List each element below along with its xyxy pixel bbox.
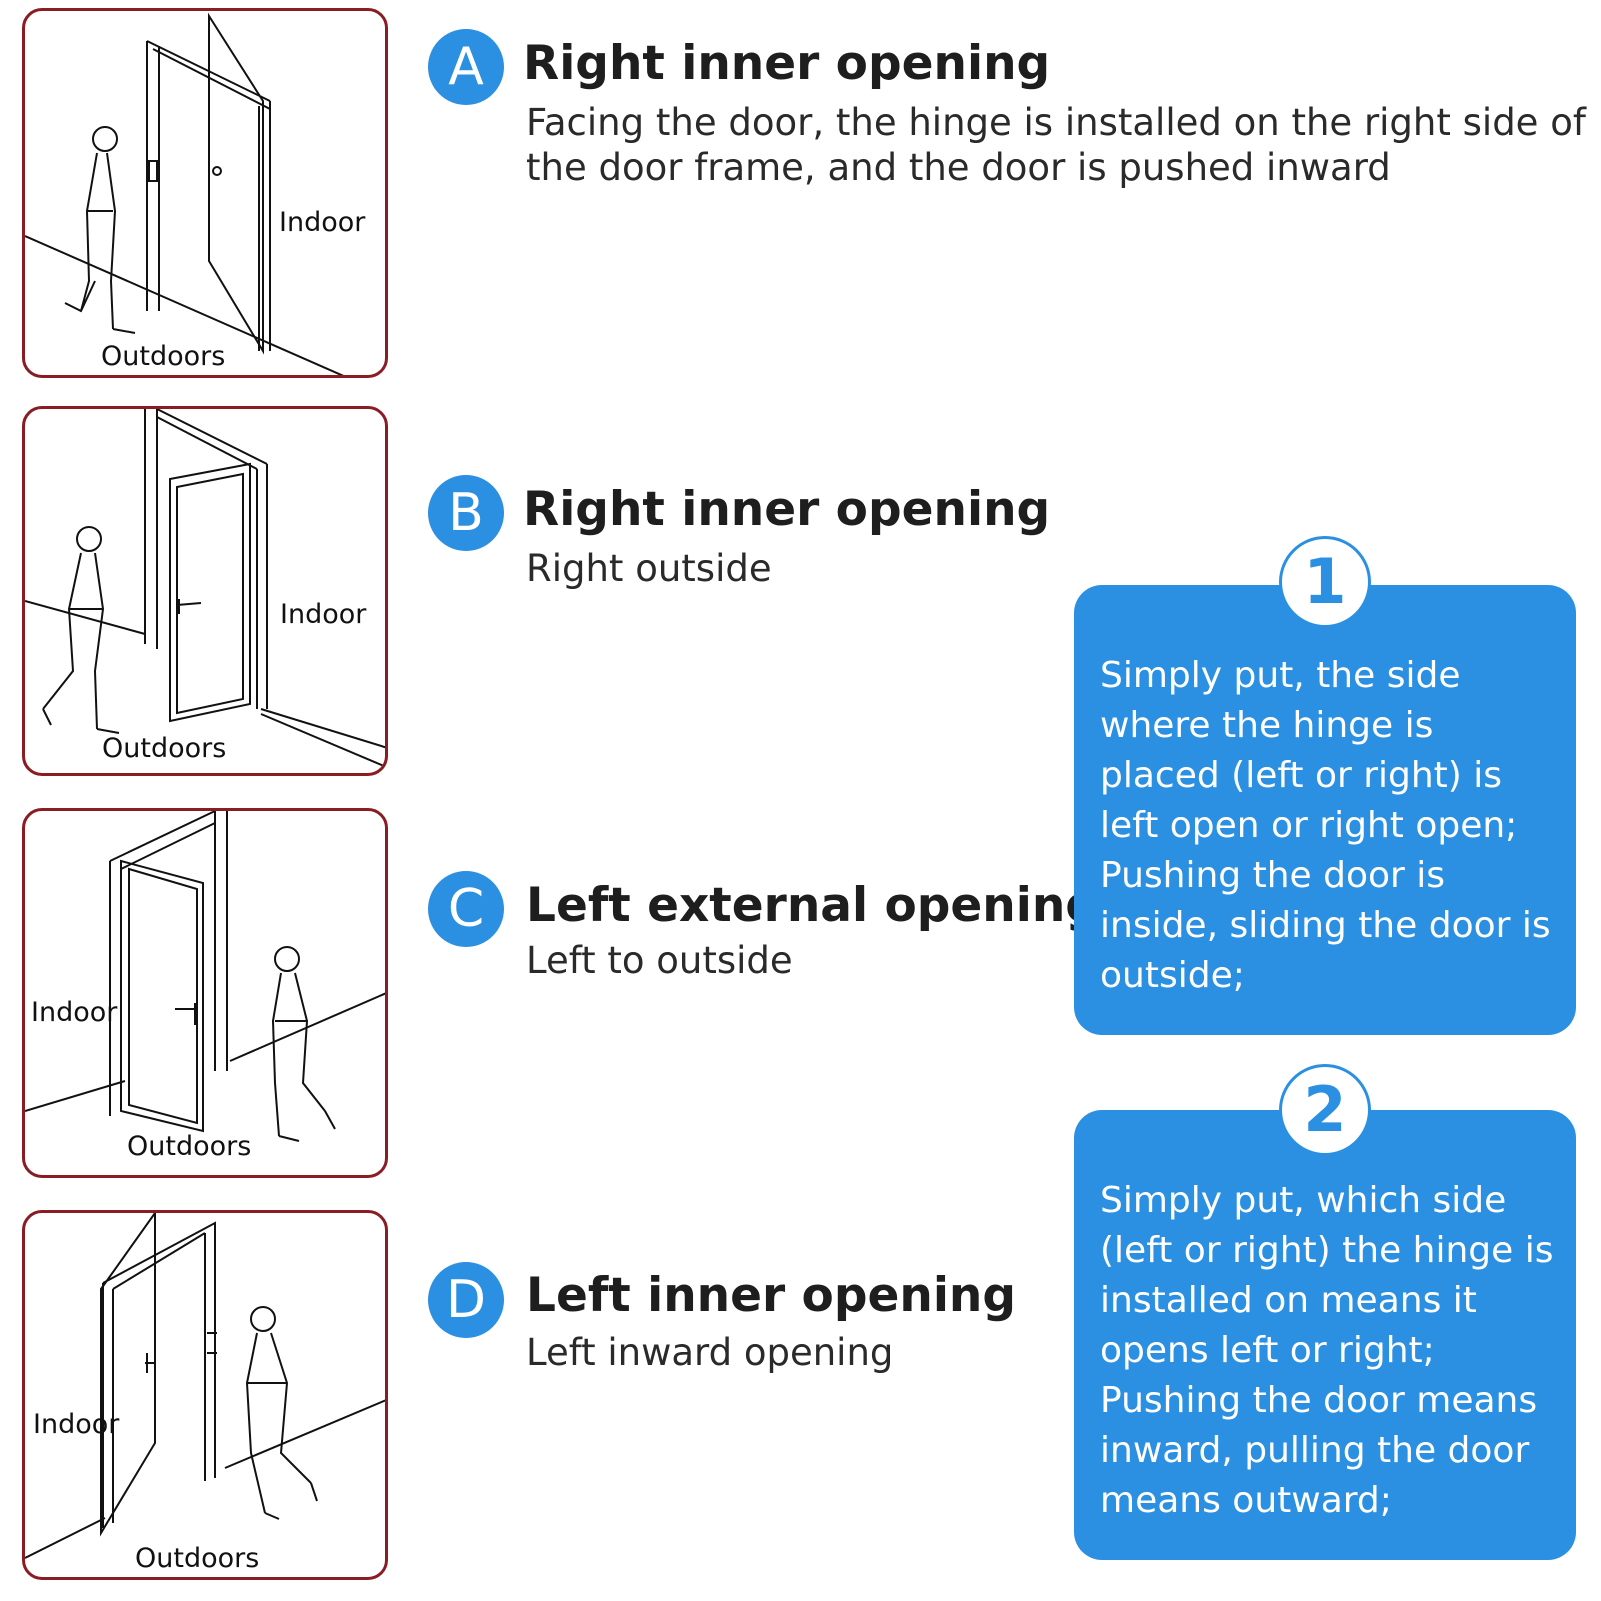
- note-2-number-circle: 2: [1279, 1064, 1371, 1156]
- panel-label-indoor: Indoor: [280, 599, 367, 630]
- note-1-line: where the hinge is: [1100, 705, 1434, 746]
- item-d-desc: Left inward opening: [526, 1331, 894, 1374]
- panel-label-indoor: Indoor: [31, 997, 118, 1028]
- diagram-panel-d: Indoor Outdoors: [22, 1210, 388, 1580]
- panel-label-outdoors: Outdoors: [127, 1131, 252, 1162]
- badge-d: D: [428, 1262, 504, 1338]
- door-illustration-d: [25, 1213, 385, 1559]
- note-box-2: Simply put, which side (left or right) t…: [1074, 1110, 1576, 1560]
- badge-b: B: [428, 475, 504, 551]
- door-illustration-b: [25, 409, 385, 768]
- note-2-line: opens left or right;: [1100, 1330, 1435, 1371]
- note-1-number-circle: 1: [1279, 536, 1371, 628]
- note-1-line: Simply put, the side: [1100, 655, 1461, 696]
- badge-c: C: [428, 871, 504, 947]
- note-2-line: installed on means it: [1100, 1280, 1477, 1321]
- note-1-line: placed (left or right) is: [1100, 755, 1503, 796]
- panel-label-indoor: Indoor: [279, 207, 366, 238]
- note-2-line: Simply put, which side: [1100, 1180, 1507, 1221]
- diagram-panel-a: Indoor Outdoors: [22, 8, 388, 378]
- note-2-line: inward, pulling the door: [1100, 1430, 1530, 1471]
- note-1-line: left open or right open;: [1100, 805, 1518, 846]
- note-2-line: (left or right) the hinge is: [1100, 1230, 1554, 1271]
- panel-label-indoor: Indoor: [33, 1409, 120, 1440]
- item-a-title: Right inner opening: [523, 36, 1051, 91]
- item-a-desc-line1: Facing the door, the hinge is installed …: [526, 101, 1586, 144]
- panel-label-outdoors: Outdoors: [101, 341, 226, 372]
- item-a-desc-line2: the door frame, and the door is pushed i…: [526, 146, 1391, 189]
- door-illustration-c: [25, 811, 385, 1142]
- note-1-line: outside;: [1100, 955, 1245, 996]
- note-1-line: Pushing the door is: [1100, 855, 1446, 896]
- panel-label-outdoors: Outdoors: [135, 1543, 260, 1574]
- item-b-desc: Right outside: [526, 547, 772, 590]
- note-2-line: Pushing the door means: [1100, 1380, 1538, 1421]
- item-c-desc: Left to outside: [526, 939, 793, 982]
- item-c-title: Left external opening: [526, 878, 1099, 933]
- door-illustration-a: [25, 12, 344, 375]
- note-2-line: means outward;: [1100, 1480, 1392, 1521]
- item-b-title: Right inner opening: [523, 482, 1051, 537]
- diagram-panel-b: Indoor Outdoors: [22, 406, 388, 776]
- diagram-panel-c: Indoor Outdoors: [22, 808, 388, 1178]
- note-1-line: inside, sliding the door is: [1100, 905, 1551, 946]
- note-box-1: Simply put, the side where the hinge is …: [1074, 585, 1576, 1035]
- item-d-title: Left inner opening: [526, 1268, 1017, 1323]
- panel-label-outdoors: Outdoors: [102, 733, 227, 764]
- badge-a: A: [428, 29, 504, 105]
